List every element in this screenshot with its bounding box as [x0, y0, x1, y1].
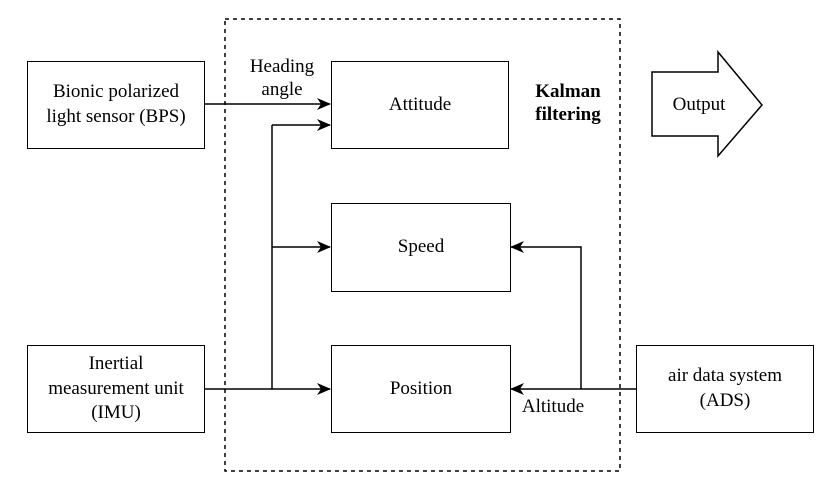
- heading-angle-line-2: angle: [261, 78, 303, 100]
- bps-label-line-1: Bionic polarized: [52, 81, 180, 103]
- bps-box: Bionic polarized light sensor (BPS): [27, 61, 205, 149]
- imu-label-line-3: (IMU): [91, 402, 141, 424]
- speed-box: Speed: [331, 203, 511, 292]
- kalman-filter-label: Kalman filtering: [522, 81, 614, 127]
- kalman-label-line-2: filtering: [535, 103, 601, 125]
- heading-angle-label: Heading angle: [236, 56, 328, 102]
- imu-label-line-1: Inertial: [88, 352, 144, 374]
- bps-label-line-2: light sensor (BPS): [46, 106, 186, 127]
- output-arrow-shape: [651, 49, 763, 159]
- edge-ads-to-speed: [510, 241, 582, 389]
- ads-label-line-2: (ADS): [699, 390, 751, 411]
- output-label: Output: [672, 94, 726, 115]
- position-box: Position: [331, 345, 511, 433]
- attitude-label: Attitude: [388, 93, 452, 115]
- kalman-filter-boundary: [224, 18, 621, 472]
- attitude-box: Attitude: [331, 61, 509, 149]
- imu-box: Inertial measurement unit (IMU): [27, 345, 205, 433]
- heading-angle-line-1: Heading: [249, 56, 315, 77]
- imu-label-line-2: measurement unit: [48, 377, 184, 399]
- ads-box: air data system (ADS): [636, 345, 814, 433]
- ads-label-line-1: air data system: [668, 365, 782, 387]
- position-label: Position: [389, 377, 453, 399]
- kalman-label-line-1: Kalman: [535, 81, 601, 102]
- speed-label: Speed: [397, 236, 445, 258]
- altitude-label: Altitude: [521, 396, 585, 417]
